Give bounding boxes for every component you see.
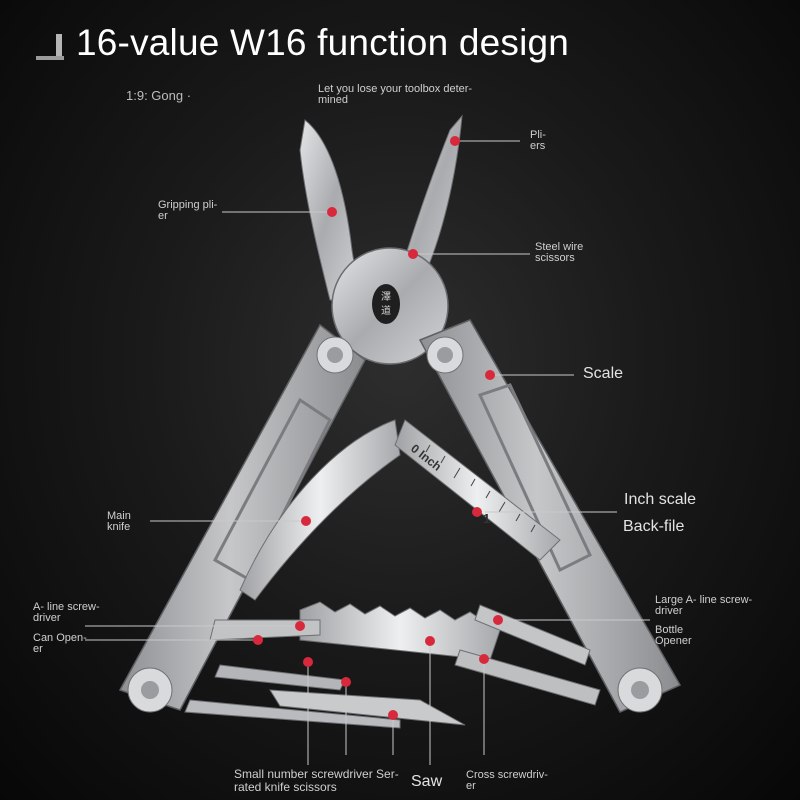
subtitle-right: Let you lose your toolbox deter- mined — [318, 83, 473, 106]
dot-scissors — [388, 710, 398, 720]
label-pliers: Pli- ers — [530, 129, 546, 152]
label-steel-wire-scissors: Steel wire scissors — [535, 241, 584, 264]
serrated-knife — [269, 689, 466, 726]
right-handle — [418, 319, 682, 713]
label-main-knife: Main knife — [107, 510, 131, 533]
dot-a-line — [295, 621, 305, 631]
label-small-number-screwdriver: Small number screwdriver Ser- rated knif… — [234, 767, 399, 794]
dot-large-a — [493, 615, 503, 625]
main-knife-blade — [239, 419, 401, 601]
page-title: 16-value W16 function design — [76, 22, 570, 63]
screw-top-right — [426, 336, 464, 374]
title-glitch-mark — [36, 34, 64, 60]
label-inch-scale: Inch scale — [624, 491, 697, 508]
saw-blade — [299, 601, 501, 661]
dot-cross — [479, 654, 489, 664]
dot-serrated — [341, 677, 351, 687]
small-tool-c — [214, 664, 346, 691]
callout-lines — [85, 140, 650, 765]
label-cross-screwdriver: Cross screwdriv- er — [466, 769, 548, 792]
cross-screwdriver-bar — [454, 649, 601, 706]
screw-bottom-right — [617, 667, 663, 713]
dot-scale — [485, 370, 495, 380]
label-back-file: Back-file — [623, 518, 685, 535]
dot-main-knife — [301, 516, 311, 526]
subtitle-left: 1:9: Gong · — [126, 88, 192, 103]
screw-bottom-left — [127, 667, 173, 713]
label-can-opener: Can Open- er — [33, 632, 87, 655]
dot-inch-scale — [472, 507, 482, 517]
dot-gripping — [327, 207, 337, 217]
logo-seal-glyph: 澤 — [381, 291, 391, 303]
can-opener-tool — [209, 619, 321, 641]
ruler-blade — [394, 419, 561, 561]
ruler-one-label: 1 — [483, 511, 490, 526]
dot-saw — [425, 636, 435, 646]
dot-can-opener — [253, 635, 263, 645]
label-a-line-screwdriver: A- line screw- driver — [33, 601, 100, 624]
label-saw: Saw — [411, 773, 443, 790]
dot-small-number — [303, 657, 313, 667]
label-gripping-plier: Gripping pli- er — [158, 199, 218, 222]
label-scale: Scale — [583, 365, 624, 382]
screw-top-left — [316, 336, 354, 374]
logo-seal — [372, 284, 400, 324]
callout-dots — [253, 136, 503, 720]
label-bottle-opener: Bottle Opener — [655, 624, 692, 647]
dot-steel-wire — [408, 249, 418, 259]
dot-pliers — [450, 136, 460, 146]
left-handle — [118, 323, 366, 711]
label-large-a-line-screwdriver: Large A- line screw- driver — [655, 594, 753, 617]
ruler-ticks — [425, 444, 536, 533]
logo-seal-glyph: 道 — [381, 304, 391, 317]
